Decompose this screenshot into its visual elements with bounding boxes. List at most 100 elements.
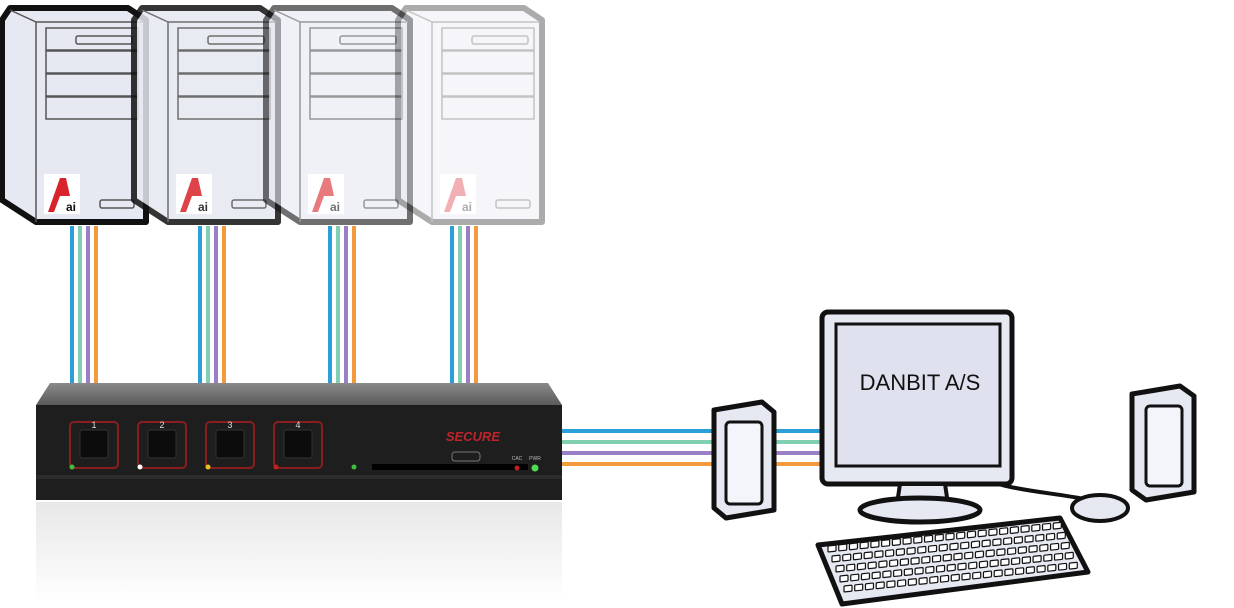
key: [895, 548, 905, 556]
key: [927, 544, 938, 553]
key: [1035, 533, 1045, 542]
key: [949, 542, 959, 551]
key: [850, 573, 860, 582]
key: [867, 561, 877, 570]
key: [956, 531, 966, 540]
brand-logo-icon: [444, 178, 466, 212]
key: [903, 568, 913, 576]
key: [1003, 537, 1013, 546]
key: [1013, 536, 1023, 544]
key: [1032, 555, 1042, 563]
key: [923, 534, 934, 543]
key: [918, 577, 928, 585]
key: [913, 535, 923, 544]
key: [1024, 535, 1034, 543]
key: [1047, 563, 1057, 572]
port-led: [69, 464, 75, 470]
key: [1039, 543, 1049, 552]
key: [1060, 541, 1070, 550]
brand-logo-text: ai: [330, 200, 340, 214]
key: [970, 540, 981, 549]
key: [968, 561, 978, 570]
switch-port-1: 1: [69, 420, 119, 470]
key: [864, 582, 875, 591]
switch-top: [36, 383, 562, 405]
monitor: DANBIT A/S: [819, 309, 1091, 525]
key: [925, 565, 935, 574]
port-number: 2: [159, 420, 164, 430]
monitor-screen: [834, 322, 1002, 468]
brand-logo-icon: [48, 178, 70, 212]
key: [929, 575, 939, 584]
key: [886, 580, 896, 589]
port-led: [205, 464, 211, 470]
key: [942, 553, 952, 562]
key: [910, 557, 920, 565]
computer-cables: [70, 226, 478, 384]
port-number: 1: [91, 420, 96, 430]
drive-bay: [441, 96, 535, 120]
key: [1011, 557, 1021, 566]
key: [1068, 561, 1078, 570]
key: [950, 573, 960, 582]
key: [966, 530, 977, 539]
key: [985, 549, 995, 558]
computers: ai ai ai ai: [0, 5, 545, 225]
key: [906, 547, 916, 555]
key: [921, 555, 931, 564]
port-number: 4: [295, 420, 300, 430]
key: [935, 564, 946, 573]
key: [899, 558, 909, 566]
key: [1052, 521, 1062, 530]
right-speaker: [1129, 383, 1197, 503]
key: [917, 545, 927, 554]
key: [1021, 556, 1031, 564]
key: [934, 533, 944, 542]
key: [848, 542, 859, 551]
drive-bay: [309, 27, 403, 51]
key: [882, 570, 892, 579]
switch-port-4: 4: [273, 420, 323, 470]
key: [1025, 566, 1035, 574]
port-button: [147, 429, 177, 459]
brand-logo-icon: [180, 178, 202, 212]
key: [1056, 531, 1066, 540]
key: [1004, 568, 1014, 577]
drive-bay: [441, 73, 535, 97]
port-button: [215, 429, 245, 459]
pwr-led: [531, 464, 539, 472]
key: [1007, 547, 1017, 556]
key: [874, 550, 884, 559]
key: [981, 539, 991, 548]
brand-logo-text: ai: [66, 200, 76, 214]
cac-led: [514, 465, 520, 471]
key: [960, 541, 970, 550]
key: [953, 552, 963, 561]
brand-logo-text: ai: [198, 200, 208, 214]
key: [838, 543, 848, 552]
brand-logo-text: ai: [462, 200, 472, 214]
key: [939, 574, 950, 583]
key: [977, 529, 987, 538]
key: [1064, 551, 1074, 560]
key: [1045, 532, 1056, 541]
computer-tower: ai: [395, 5, 545, 225]
logo-badge: [440, 174, 476, 214]
port-led: [273, 464, 279, 470]
key: [914, 567, 924, 575]
key: [957, 562, 967, 571]
key: [1015, 567, 1025, 576]
peripheral-cables: [560, 429, 826, 466]
key: [843, 584, 853, 593]
key: [946, 563, 956, 572]
key: [863, 551, 873, 560]
key: [1017, 546, 1027, 554]
drive-bay: [309, 73, 403, 97]
switch-reflection: [36, 502, 562, 602]
key: [827, 544, 837, 553]
key: [1043, 553, 1053, 562]
key: [1049, 542, 1060, 551]
brand-logo-icon: [312, 178, 334, 212]
key: [852, 552, 863, 561]
